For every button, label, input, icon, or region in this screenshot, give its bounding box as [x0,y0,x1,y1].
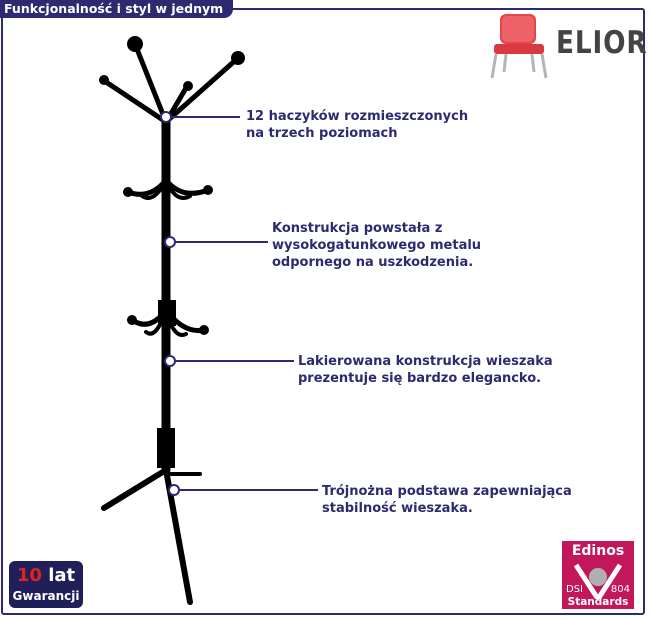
certificate-badge: Edinos DSI 804 Standards [562,541,634,609]
feature-finish: Lakierowana konstrukcja wieszaka prezent… [298,354,553,386]
brand-logo: ELIOR [556,25,648,61]
chair-icon [490,14,548,79]
feature-material: Konstrukcja powstała z wysokogatunkowego… [272,221,482,270]
content-frame [1,8,645,615]
feature-hooks: 12 haczyków rozmieszczonych na trzech po… [246,109,469,141]
warranty-badge: 10 lat Gwarancji [9,561,83,608]
feature-base: Trójnożna podstawa zapewniająca stabilno… [322,484,572,516]
warranty-label: Gwarancji [12,589,80,603]
header-title: Funkcjonalność i styl w jednym [0,0,234,18]
certificate-number: 804 [610,584,630,595]
certificate-code: DSI [566,584,583,595]
certificate-mark-icon [573,563,623,599]
certificate-brand: Edinos [571,543,625,559]
certificate-label: Standards [567,596,629,608]
warranty-years: 10 lat [16,565,76,586]
